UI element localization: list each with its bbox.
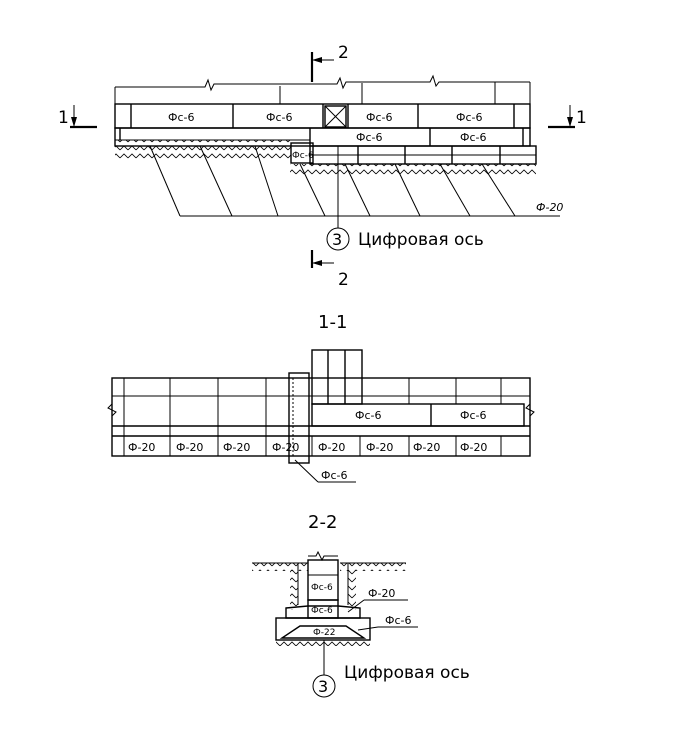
section-1-mark-left: 1 [58, 105, 97, 129]
section-2-callout-pad: Ф-20 [368, 587, 395, 600]
section-1-pad-1: Ф-20 [128, 441, 155, 454]
plan-upper-row: Фс-6 Фс-6 Фс-6 Фс-6 [114, 103, 531, 129]
section-1-pad-2: Ф-20 [176, 441, 203, 454]
section-1-label-left: 1 [58, 108, 69, 128]
plan-lower-block-2: Фс-6 [460, 131, 487, 144]
section-2-axis-number: 3 [318, 677, 328, 696]
section-1-block-1: Фс-6 [355, 409, 382, 422]
section-2-block-mid: Фс-6 [311, 606, 333, 616]
plan-axis: 3 Цифровая ось [326, 146, 484, 251]
plan-view: 2 1 1 Фс-6 [58, 43, 587, 290]
section-1-pad-7: Ф-20 [413, 441, 440, 454]
section-1-pad-8: Ф-20 [460, 441, 487, 454]
plan-pad-label: Ф-20 [536, 201, 563, 214]
section-2-block-top: Фс-6 [311, 583, 333, 593]
section-2-view: 2-2 Фс-6 Фс-6 Ф-22 Ф-20 Фс-6 [252, 512, 470, 698]
section-2-axis-label: Цифровая ось [344, 663, 470, 683]
section-1-mark-right: 1 [548, 105, 587, 129]
plan-lower-block-1: Фс-6 [356, 131, 383, 144]
plan-block-3: Фс-6 [366, 111, 393, 124]
section-2-mark-top: 2 [310, 43, 349, 82]
section-1-pad-3: Ф-20 [223, 441, 250, 454]
plan-ground: Ф-20 [115, 140, 563, 217]
section-1-pad-6: Ф-20 [366, 441, 393, 454]
plan-block-4: Фс-6 [456, 111, 483, 124]
plan-pad-row: Фс-6 [290, 142, 537, 165]
section-1-pad-4: Ф-20 [272, 441, 299, 454]
section-2-mark-bottom: 2 [310, 250, 349, 290]
section-2-pad-inner: Ф-22 [313, 628, 335, 638]
section-1-label-right: 1 [576, 108, 587, 128]
section-1-callout: Фс-6 [321, 469, 348, 482]
section-1-pad-5: Ф-20 [318, 441, 345, 454]
section-1-title: 1-1 [318, 312, 347, 333]
section-2-callout-block: Фс-6 [385, 614, 412, 627]
section-1-view: 1-1 Фс-6 Фс-6 [107, 312, 535, 483]
section-1-block-2: Фс-6 [460, 409, 487, 422]
plan-axis-number: 3 [332, 230, 342, 249]
section-2-label-top: 2 [338, 43, 349, 63]
plan-block-1: Фс-6 [168, 111, 195, 124]
plan-small-block: Фс-6 [292, 151, 314, 161]
plan-block-2: Фс-6 [266, 111, 293, 124]
section-2-label-bottom: 2 [338, 270, 349, 290]
plan-axis-label: Цифровая ось [358, 230, 484, 250]
wall-top-line [114, 74, 531, 104]
section-2-title: 2-2 [308, 512, 337, 533]
